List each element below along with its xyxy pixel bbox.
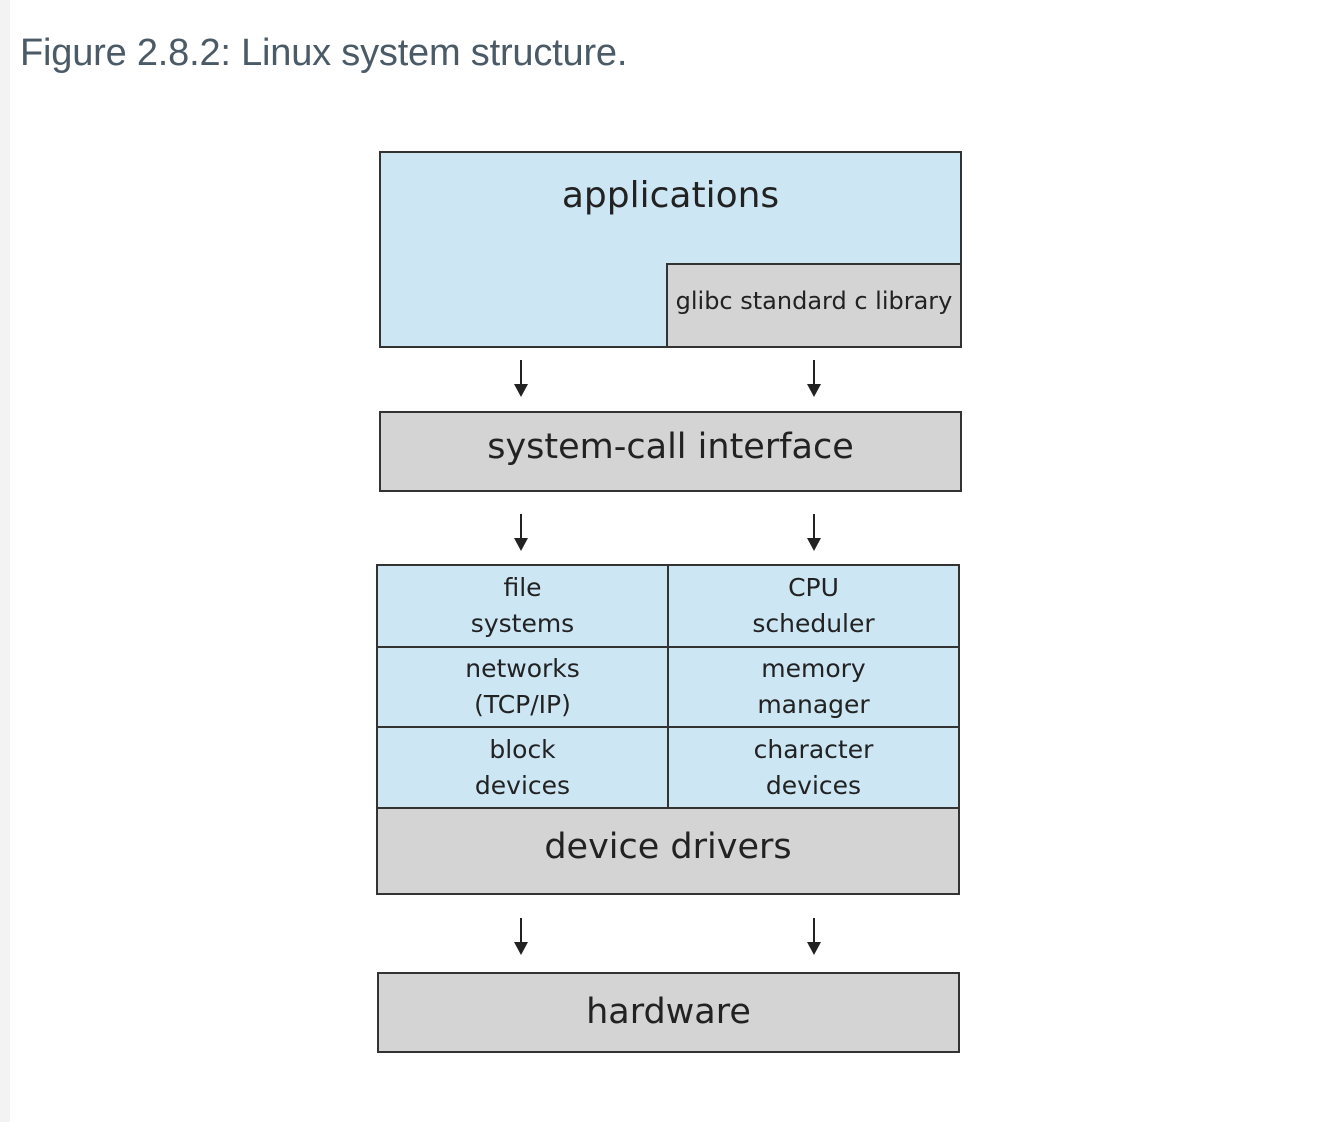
page-margin-strip <box>0 0 10 1122</box>
arrow-down-icon <box>513 514 529 552</box>
cpu-scheduler-label: CPU scheduler <box>752 573 875 638</box>
arrow-down-icon <box>513 918 529 956</box>
system-call-interface-box: system-call interface <box>379 411 962 492</box>
arrow-down-icon <box>513 360 529 398</box>
glibc-box: glibc standard c library <box>666 263 962 348</box>
glibc-label: glibc standard c library <box>675 287 953 315</box>
file-systems-label: file systems <box>470 573 575 638</box>
file-systems-cell: file systems <box>376 564 669 648</box>
cpu-scheduler-cell: CPU scheduler <box>667 564 960 648</box>
system-call-interface-label: system-call interface <box>487 427 854 467</box>
device-drivers-label: device drivers <box>544 827 792 867</box>
block-devices-label: block devices <box>474 734 571 800</box>
arrow-down-icon <box>806 918 822 956</box>
arrow-down-icon <box>806 514 822 552</box>
memory-manager-cell: memory manager <box>667 646 960 728</box>
networks-cell: networks (TCP/IP) <box>376 646 669 728</box>
arrow-down-icon <box>806 360 822 398</box>
applications-label: applications <box>561 175 780 216</box>
networks-label: networks (TCP/IP) <box>465 654 580 719</box>
block-devices-cell: block devices <box>376 726 669 809</box>
memory-manager-label: memory manager <box>757 654 870 719</box>
figure-caption: Figure 2.8.2: Linux system structure. <box>20 32 628 74</box>
character-devices-cell: character devices <box>667 726 960 809</box>
character-devices-label: character devices <box>753 734 874 800</box>
hardware-box: hardware <box>377 972 960 1053</box>
hardware-label: hardware <box>586 992 751 1032</box>
device-drivers-box: device drivers <box>376 807 960 895</box>
